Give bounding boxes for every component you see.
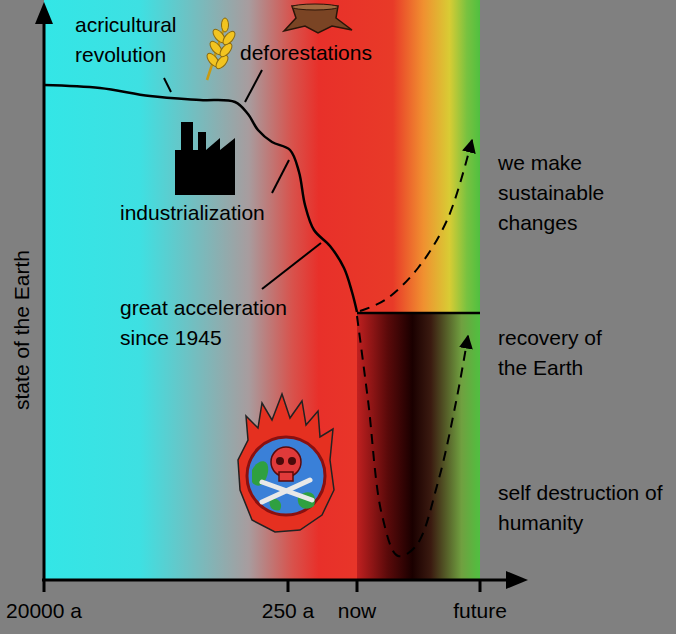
axis-title: state of the Earth xyxy=(7,250,37,410)
leader-line xyxy=(272,160,289,193)
flames xyxy=(238,394,334,532)
tick-label: future xyxy=(453,596,507,626)
collapse-background xyxy=(357,313,480,580)
event-label: industrialization xyxy=(120,198,265,228)
scenario-label: recovery of the Earth xyxy=(498,323,623,383)
skull-eye xyxy=(276,457,284,465)
event-label: deforestations xyxy=(240,38,372,68)
tick xyxy=(287,580,290,592)
leader-line xyxy=(245,70,262,102)
earth-state-curve xyxy=(44,85,357,312)
skull-jaw xyxy=(279,472,293,481)
tick xyxy=(356,580,359,592)
axes xyxy=(42,18,510,592)
factory-icon xyxy=(175,122,235,195)
tick-label: 20000 a xyxy=(6,596,82,626)
leader-lines xyxy=(164,70,321,289)
leader-line xyxy=(262,243,321,289)
tick xyxy=(479,580,482,592)
sustainable-path xyxy=(360,140,472,311)
tick-label: 250 a xyxy=(262,596,315,626)
recovery-level-line xyxy=(357,312,480,315)
stump-top xyxy=(292,4,338,10)
tick-label: now xyxy=(338,596,377,626)
leader-line xyxy=(164,78,171,92)
continent xyxy=(270,499,281,511)
skull-eye xyxy=(288,457,296,465)
collapse-path xyxy=(357,316,468,556)
x-axis xyxy=(42,579,510,582)
wheat-icon xyxy=(205,18,237,80)
event-label: acricultural revolution xyxy=(75,10,200,70)
time-background xyxy=(44,0,480,580)
wheat-grain xyxy=(222,18,229,32)
y-axis-head xyxy=(35,2,53,24)
x-axis-head xyxy=(506,571,528,589)
earth-globe xyxy=(247,437,325,515)
event-label: great acceleration since 1945 xyxy=(120,293,315,353)
wheat-grain xyxy=(221,29,237,46)
scenario-label: we make sustainable changes xyxy=(498,148,633,238)
y-axis xyxy=(43,18,46,592)
scenario-label: self destruction of humanity xyxy=(498,478,668,538)
crossbone xyxy=(262,480,310,502)
burning-earth-icon xyxy=(238,394,334,532)
